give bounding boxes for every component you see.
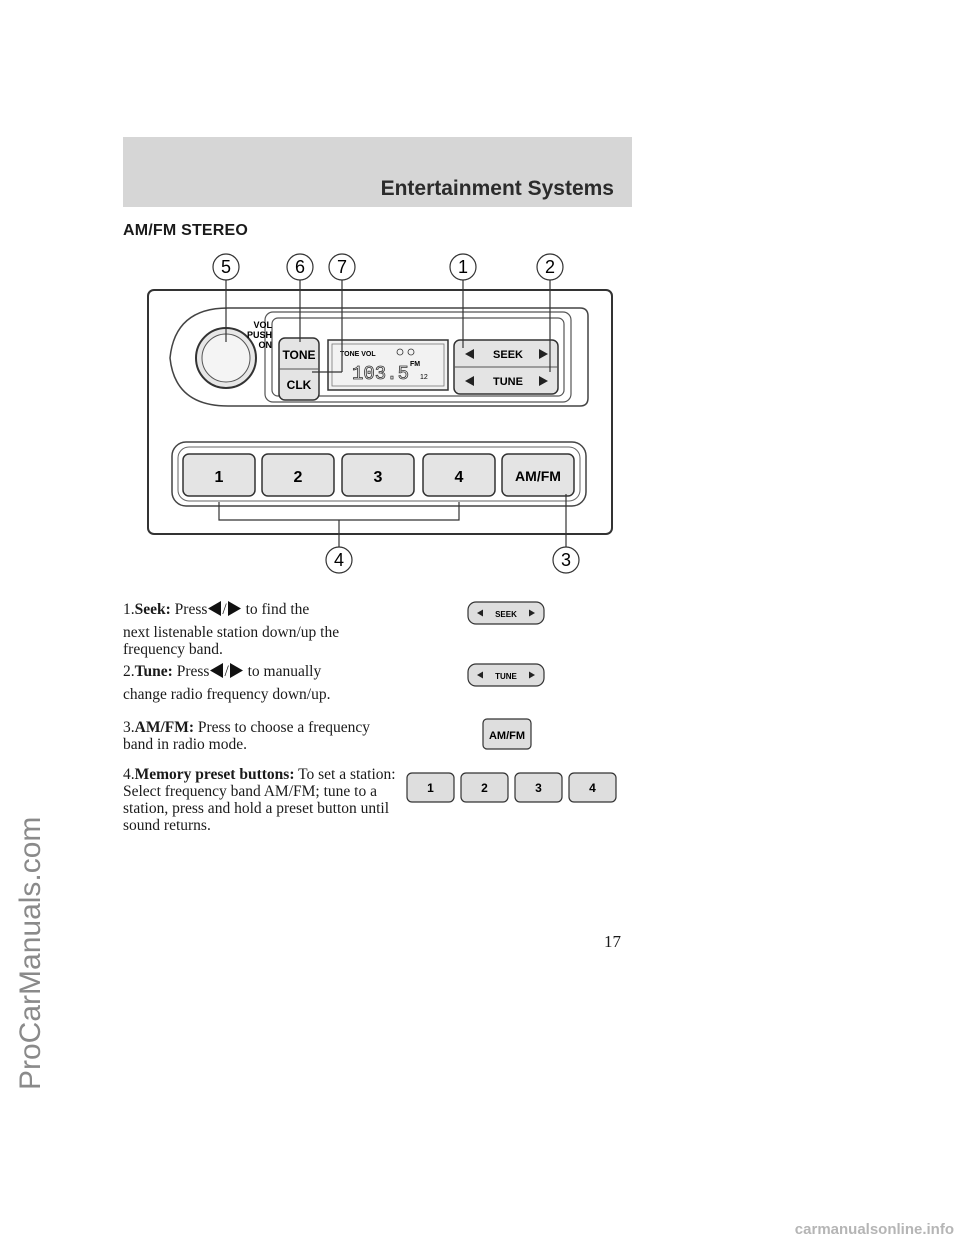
callout-3: 3: [561, 550, 571, 570]
watermark-left: ProCarManuals.com: [14, 816, 47, 1090]
mini-preset-label-1: 1: [427, 781, 434, 795]
item-press: Press: [176, 663, 210, 680]
display-band: FM: [410, 361, 420, 368]
mini-preset-label-3: 3: [535, 781, 542, 795]
preset-button-4: [422, 453, 496, 497]
preset-buttons: 1 2 3 4 AM/FM: [182, 453, 575, 497]
page-number: 17: [604, 932, 621, 951]
item-heading: Seek:: [134, 601, 171, 618]
item-slash: /: [224, 663, 229, 680]
item-seek: 1.Seek: Press / to find the next listenab…: [123, 601, 423, 658]
preset-label-1: 1: [215, 469, 224, 486]
preset-button-3: [341, 453, 415, 497]
clk-label: CLK: [287, 378, 312, 392]
radio-faceplate: [147, 289, 613, 535]
watermark-bottom: carmanualsonline.info: [794, 1221, 954, 1238]
arrow-left-icon: [208, 601, 222, 616]
preset-label-3: 3: [374, 469, 383, 486]
preset-button-1: [182, 453, 256, 497]
item-press: Press: [174, 601, 208, 618]
preset-label-2: 2: [294, 469, 303, 486]
item-continuation: next listenable station down/up the freq…: [123, 624, 340, 658]
amfm-button: [501, 453, 575, 497]
knob-label-3: ON: [259, 340, 273, 350]
callout-7: 7: [337, 257, 347, 277]
preset-button-2: [261, 453, 335, 497]
item-heading: Memory preset buttons:: [134, 766, 295, 783]
item-heading: AM/FM:: [134, 719, 195, 736]
display-window: [327, 339, 449, 391]
arrow-right-icon: [227, 601, 241, 616]
mini-seek-label: SEEK: [495, 610, 517, 619]
callout-6: 6: [295, 257, 305, 277]
mini-tune-button: TUNE: [467, 663, 545, 687]
preset-panel: [171, 441, 587, 507]
mini-preset-buttons: 1 2 3 4: [406, 772, 617, 803]
item-text: Press to choose a frequency band in radi…: [123, 719, 371, 753]
header-band: Entertainment Systems: [123, 137, 632, 207]
arrow-left-icon: [210, 663, 224, 678]
amfm-label: AM/FM: [515, 468, 561, 484]
item-rest: to find the: [245, 601, 310, 618]
callout-4: 4: [334, 550, 344, 570]
mini-seek-button: SEEK: [467, 601, 545, 625]
display-indicators: TONE VOL: [340, 351, 376, 358]
display-digits: 103.5: [352, 363, 409, 385]
knob-label-1: VOL: [253, 320, 272, 330]
preset-label-4: 4: [455, 469, 464, 486]
callout-2: 2: [545, 257, 555, 277]
item-number: 2.: [123, 663, 135, 680]
item-number: 3.: [123, 719, 135, 736]
tune-label: TUNE: [493, 376, 523, 388]
item-rest: to manually: [247, 663, 322, 680]
page-header-title: Entertainment Systems: [380, 177, 614, 200]
display-sub: 12: [420, 374, 428, 381]
mini-amfm-label: AM/FM: [489, 730, 525, 742]
section-title: AM/FM STEREO: [123, 222, 249, 239]
item-tune: 2.Tune: Press / to manually change radio …: [123, 663, 423, 703]
mini-preset-label-4: 4: [589, 781, 596, 795]
item-number: 4.: [123, 766, 135, 783]
item-continuation: change radio frequency down/up.: [123, 686, 331, 703]
item-slash: /: [222, 601, 227, 618]
callout-1: 1: [458, 257, 468, 277]
arrow-right-icon: [229, 663, 243, 678]
seek-label: SEEK: [493, 349, 523, 361]
item-presets: 4.Memory preset buttons: To set a statio…: [123, 766, 418, 834]
item-number: 1.: [123, 601, 135, 618]
mini-preset-label-2: 2: [481, 781, 488, 795]
mini-amfm-button: AM/FM: [482, 718, 532, 750]
mini-tune-label: TUNE: [495, 672, 517, 681]
item-text: To set a station: Select frequency band …: [123, 766, 396, 834]
callout-5: 5: [221, 257, 231, 277]
radio-diagram: VOL PUSH ON TONE CLK TONE VOL 103.5 FM 1…: [147, 253, 613, 574]
tone-label: TONE: [282, 348, 315, 362]
item-heading: Tune:: [134, 663, 173, 680]
upper-panel: [169, 307, 589, 407]
item-amfm: 3.AM/FM: Press to choose a frequency ban…: [123, 719, 373, 753]
knob-label-2: PUSH: [247, 330, 272, 340]
